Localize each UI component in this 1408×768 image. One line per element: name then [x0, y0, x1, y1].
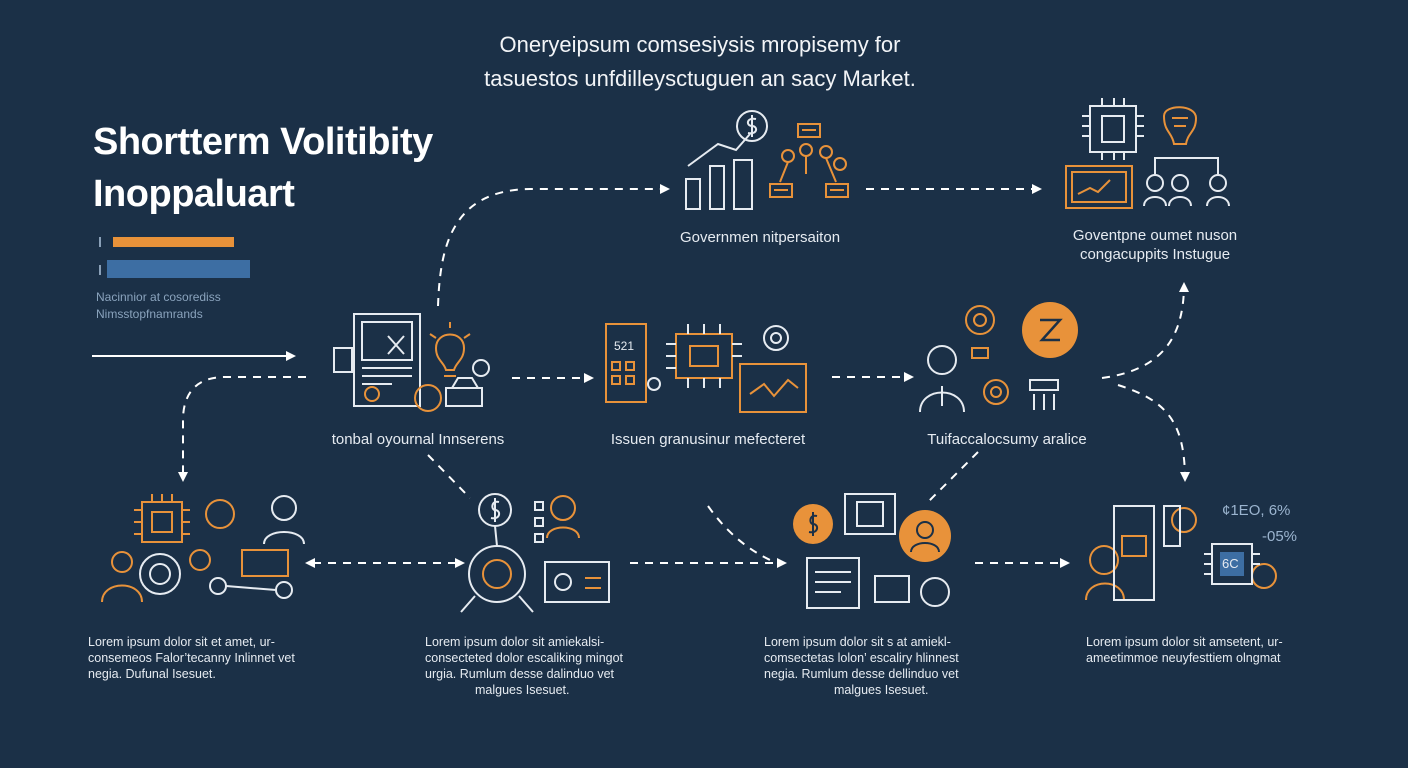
description-3-line: comsectetas lolon’ escaliry hlinnest — [764, 651, 959, 665]
header-text: Oneryeipsum comsesiysis mropisemy for ta… — [420, 28, 980, 96]
node-label-mid-2: Issuen granusinur mefecteret — [610, 431, 806, 448]
description-2-line: Lorem ipsum dolor sit amiekalsi- — [425, 635, 605, 649]
description-1-line: negia. Dufunal Isesuet. — [88, 667, 216, 681]
node-label-top-right-1: Goventpne oumet nuson — [1072, 227, 1238, 244]
legend-bar-blue — [107, 260, 250, 278]
readout-value-2: -05% — [1262, 528, 1298, 545]
header-line-2: tasuestos unfdilleysctuguen an sacy Mark… — [484, 66, 916, 91]
chip-display: 6C — [1222, 556, 1239, 571]
legend-text-1: Nacinnior at cosorediss — [96, 290, 221, 304]
main-title: Shortterm Volitibity Inoppaluart — [93, 116, 433, 220]
description-3: Lorem ipsum dolor sit s at amiekl- comse… — [764, 634, 1004, 698]
arrow-up-right — [1101, 282, 1189, 379]
magnifier-network-icon — [460, 493, 610, 613]
monitor-chip-people-icon — [1065, 98, 1230, 209]
header-line-1: Oneryeipsum comsesiysis mropisemy for — [499, 32, 901, 57]
readout-value-1: ¢1EO, 6% — [1222, 502, 1291, 519]
chip-people-icon — [101, 494, 305, 603]
description-1-line: Lorem ipsum dolor sit et amet, ur- — [88, 635, 275, 649]
legend-bar-orange — [113, 237, 234, 247]
legend-tick-2 — [99, 265, 101, 275]
calculator-chip-chart-icon: 521 — [605, 323, 807, 413]
legend-text-2: Nimsstopfnamrands — [96, 307, 203, 321]
person-gear-lightbulb-icon — [919, 302, 1078, 413]
node-label-mid-3: Tuifaccalocsumy aralice — [927, 431, 1087, 448]
link-mid1-bottom2 — [427, 454, 471, 499]
description-1: Lorem ipsum dolor sit et amet, ur- conse… — [88, 634, 328, 682]
node-label-top-right: Goventpne oumet nuson congacuppits Instu… — [1040, 226, 1270, 264]
arrow-down-right — [1117, 384, 1190, 482]
description-1-line: consemeos Falor’tecanny Inlinnet vet — [88, 651, 295, 665]
documents-people-coin-icon — [793, 493, 951, 609]
legend-tick-1 — [99, 237, 101, 247]
document-monitor-icon — [333, 313, 490, 412]
arrow-down-left — [178, 376, 306, 482]
description-4: Lorem ipsum dolor sit amsetent, ur- amee… — [1086, 634, 1326, 666]
description-4-line: ameetimmoe neuyfesttiem olngmat — [1086, 651, 1281, 665]
description-2-line: consecteted dolor escaliking mingot — [425, 651, 624, 665]
calculator-display: 521 — [614, 339, 634, 353]
description-3-line: negia. Rumlum desse dellinduo vet — [764, 667, 959, 681]
link-mid3-bottom3 — [924, 451, 979, 506]
main-title-line-2: Inoppaluart — [93, 173, 295, 215]
link-mid2-bottom3 — [707, 505, 771, 561]
description-2: Lorem ipsum dolor sit amiekalsi- consect… — [425, 634, 665, 698]
description-3-line: malgues Isesuet. — [834, 683, 929, 697]
description-2-line: urgia. Rumlum desse dalinduo vet — [425, 667, 614, 681]
legend-text: Nacinnior at cosorediss Nimsstopfnamrand… — [96, 289, 221, 323]
person-chip-readout-icon: 6C — [1085, 505, 1277, 601]
finance-chart-icon — [685, 110, 849, 210]
arrow-to-top-center — [437, 184, 670, 307]
node-label-mid-1: tonbal oyournal Innserens — [331, 431, 505, 448]
description-4-line: Lorem ipsum dolor sit amsetent, ur- — [1086, 635, 1283, 649]
main-title-line-1: Shortterm Volitibity — [93, 121, 433, 163]
node-label-top-center: Governmen nitpersaiton — [679, 229, 841, 246]
description-2-line: malgues Isesuet. — [475, 683, 570, 697]
node-label-top-right-2: congacuppits Instugue — [1079, 246, 1231, 263]
description-3-line: Lorem ipsum dolor sit s at amiekl- — [764, 635, 951, 649]
